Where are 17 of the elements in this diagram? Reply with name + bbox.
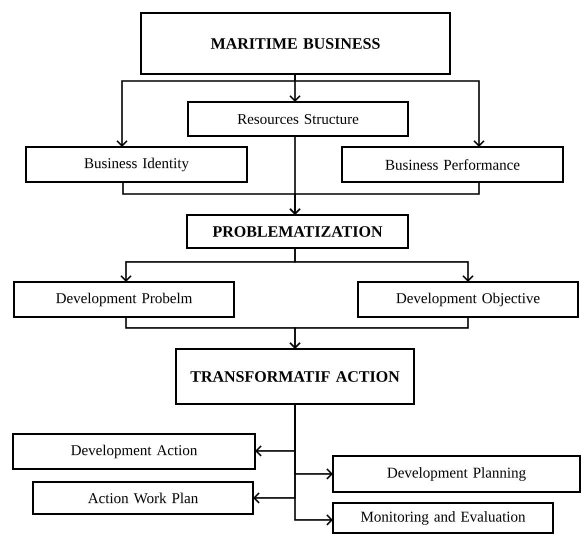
process-box: Development Action bbox=[12, 432, 256, 470]
arrow bbox=[294, 404, 333, 526]
process-box: Action Work Plan bbox=[32, 480, 254, 515]
heading-box: TRANSFORMATIF ACTION bbox=[175, 348, 415, 405]
arrow bbox=[294, 74, 485, 147]
arrow bbox=[294, 248, 474, 282]
heading-box: MARITIME BUSINESS bbox=[140, 12, 451, 75]
process-box: Development Probelm bbox=[13, 280, 235, 318]
process-box: Business Identity bbox=[25, 146, 248, 183]
process-box: Development Planning bbox=[332, 454, 581, 493]
process-box: Business Performance bbox=[341, 146, 564, 183]
heading-box: PROBLEMATIZATION bbox=[186, 214, 409, 249]
process-box: Resources Structure bbox=[187, 101, 409, 137]
process-box: Monitoring and Evaluation bbox=[332, 502, 554, 534]
arrow bbox=[289, 317, 469, 349]
process-box: Development Objective bbox=[357, 280, 579, 318]
arrow bbox=[289, 182, 480, 215]
